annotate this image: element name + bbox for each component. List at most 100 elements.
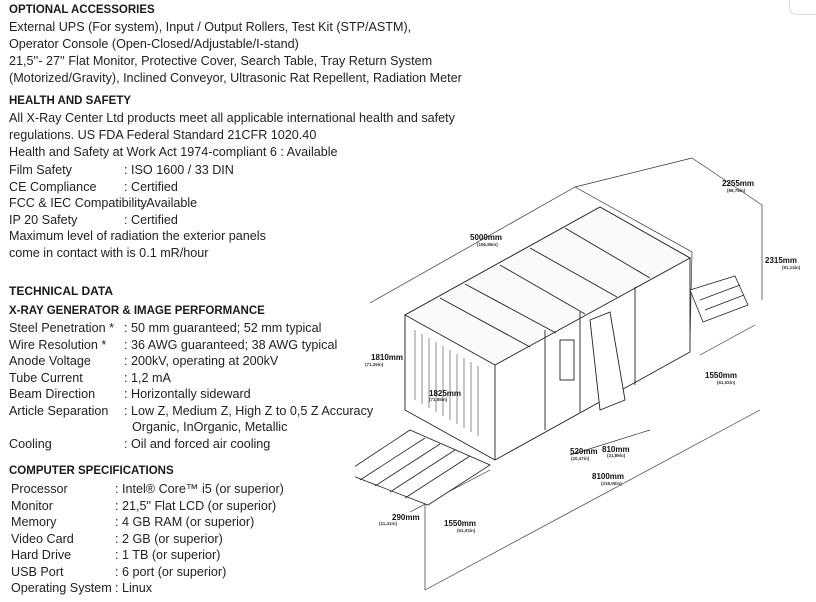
machine-body	[404, 206, 691, 461]
dim-label: 1825mm	[429, 389, 461, 398]
spec-row: Anode Voltage : 200kV, operating at 200kV	[9, 353, 373, 370]
dim-label: 290mm	[392, 513, 420, 522]
spec-key: Beam Direction	[9, 387, 96, 401]
spec-row: Beam Direction : Horizontally sideward	[9, 386, 373, 403]
computer-specs: Processor : Intel® Core™ i5 (or superior)…	[11, 481, 284, 597]
spec-value: : Linux	[115, 581, 153, 595]
spec-key: CE Compliance	[9, 179, 97, 194]
xray-generator-heading: X-RAY GENERATOR & IMAGE PERFORMANCE	[9, 305, 265, 317]
spec-key: IP 20 Safety	[9, 212, 78, 227]
optional-accessories-heading: OPTIONAL ACCESSORIES	[9, 4, 155, 16]
text-line: Operator Console (Open-Closed/Adjustable…	[9, 37, 299, 51]
spec-key	[9, 419, 124, 436]
health-safety-heading: HEALTH AND SAFETY	[9, 95, 132, 107]
spec-key: Anode Voltage	[9, 354, 91, 368]
dim-label-in: (61,02in)	[457, 528, 476, 533]
spec-row: Operating System: Linux	[11, 580, 284, 597]
spec-value: : Low Z, Medium Z, High Z to 0,5 Z Accur…	[124, 403, 374, 418]
dim-label-in: (91,14in)	[782, 265, 801, 270]
spec-key: Cooling	[9, 436, 52, 451]
spec-row: Memory : 4 GB RAM (or superior)	[11, 514, 284, 531]
spec-key: Memory	[11, 515, 57, 529]
health-safety-specs: Film Safety : ISO 1600 / 33 DIN CE Compli…	[9, 162, 266, 261]
spec-value: : 1 TB (or superior)	[115, 548, 221, 562]
spec-row: CE Compliance : Certified	[9, 179, 266, 196]
spec-row: Tube Current: 1,2 mA	[9, 370, 373, 387]
spec-row: Processor : Intel® Core™ i5 (or superior)	[11, 481, 284, 498]
spec-key: Processor	[11, 482, 68, 496]
dim-label: 810mm	[602, 445, 630, 454]
spec-key: Steel Penetration *	[9, 321, 115, 335]
spec-value: : Available	[140, 196, 198, 210]
dim-label: 8100mm	[592, 472, 624, 481]
spec-key: Video Card	[11, 531, 74, 546]
tunnel-curtain	[414, 330, 479, 436]
page-corner-tab	[789, 0, 816, 15]
health-safety-text: All X-Ray Center Ltd products meet all a…	[9, 110, 455, 161]
text-line: Health and Safety at Work Act 1974-compl…	[9, 145, 338, 159]
spec-key: USB Port	[11, 564, 64, 579]
dim-label-in: (318,90in)	[601, 481, 622, 486]
dim-label: 1810mm	[371, 353, 403, 362]
spec-value: : 4 GB RAM (or superior)	[115, 515, 255, 529]
dim-label-in: (31,89in)	[607, 453, 626, 458]
spec-row: Film Safety : ISO 1600 / 33 DIN	[9, 162, 266, 179]
spec-row: Wire Resolution * : 36 AWG guaranteed; 38…	[9, 337, 373, 354]
dim-label: 2255mm	[722, 179, 754, 188]
spec-value: : Horizontally sideward	[124, 387, 251, 401]
spec-row: USB Port : 6 port (or superior)	[11, 564, 284, 581]
text-line: External UPS (For system), Input / Outpu…	[9, 20, 412, 34]
technical-data-heading: TECHNICAL DATA	[9, 284, 113, 298]
spec-value: : 6 port (or superior)	[115, 564, 227, 579]
spec-key: Monitor	[11, 498, 53, 513]
spec-key: Film Safety	[9, 163, 72, 177]
spec-value: : Oil and forced air cooling	[124, 436, 271, 451]
spec-row: IP 20 Safety : Certified	[9, 212, 266, 229]
spec-key: FCC & IEC Compatibility	[9, 196, 147, 210]
spec-value: : Certified	[124, 212, 178, 227]
spec-value: : Intel® Core™ i5 (or superior)	[115, 482, 284, 496]
spec-row: Article Separation : Low Z, Medium Z, Hig…	[9, 403, 373, 420]
dim-label: 1550mm	[444, 519, 476, 528]
dimension-labels: 2255mm(88,78in) 5000mm(196,85in) 2315mm(…	[365, 179, 801, 533]
computer-specs-heading: COMPUTER SPECIFICATIONS	[9, 465, 174, 477]
dim-label-in: (71,26in)	[365, 362, 384, 367]
spec-value: : ISO 1600 / 33 DIN	[124, 163, 234, 177]
spec-key: Tube Current	[9, 370, 83, 385]
spec-row: Organic, InOrganic, Metallic	[9, 419, 373, 436]
spec-value: : 36 AWG guaranteed; 38 AWG typical	[124, 337, 338, 352]
spec-row: Monitor : 21,5" Flat LCD (or superior)	[11, 498, 284, 515]
spec-row: Video Card : 2 GB (or superior)	[11, 531, 284, 548]
dim-label-in: (20,47in)	[571, 456, 590, 461]
spec-value: Organic, InOrganic, Metallic	[132, 420, 288, 434]
optional-accessories-text: External UPS (For system), Input / Outpu…	[9, 19, 462, 87]
text-line: Maximum level of radiation the exterior …	[9, 229, 266, 243]
spec-row: Steel Penetration *: 50 mm guaranteed; 5…	[9, 320, 373, 337]
xray-machine-dimension-drawing: 2255mm(88,78in) 5000mm(196,85in) 2315mm(…	[355, 157, 801, 591]
dim-label-in: (196,85in)	[477, 242, 498, 247]
spec-value: : Certified	[124, 179, 178, 194]
spec-row: Cooling : Oil and forced air cooling	[9, 436, 373, 453]
text-line: come in contact with is 0.1 mR/hour	[9, 245, 209, 260]
dim-label-in: (88,78in)	[727, 188, 746, 193]
spec-row: FCC & IEC Compatibility: Available	[9, 195, 266, 212]
dim-label: 2315mm	[765, 256, 797, 265]
spec-key: Wire Resolution *	[9, 337, 107, 352]
technical-specs: Steel Penetration *: 50 mm guaranteed; 5…	[9, 320, 373, 452]
spec-value: : 200kV, operating at 200kV	[124, 354, 279, 368]
spec-key: Hard Drive	[11, 548, 72, 562]
dim-label: 520mm	[570, 447, 598, 456]
spec-value: : 2 GB (or superior)	[115, 531, 223, 546]
dimension-lines	[369, 157, 763, 591]
text-line: All X-Ray Center Ltd products meet all a…	[9, 111, 455, 125]
dim-label-in: (11,41in)	[379, 521, 398, 526]
text-line: 21,5''- 27'' Flat Monitor, Protective Co…	[9, 54, 433, 68]
spec-key: Operating System	[11, 581, 112, 595]
dim-label: 1550mm	[705, 371, 737, 380]
text-line: regulations. US FDA Federal Standard 21C…	[9, 128, 317, 142]
spec-key: Article Separation	[9, 403, 109, 418]
spec-value: : 21,5" Flat LCD (or superior)	[115, 498, 277, 513]
spec-row: Hard Drive : 1 TB (or superior)	[11, 547, 284, 564]
dim-label-in: (61,02in)	[717, 380, 736, 385]
